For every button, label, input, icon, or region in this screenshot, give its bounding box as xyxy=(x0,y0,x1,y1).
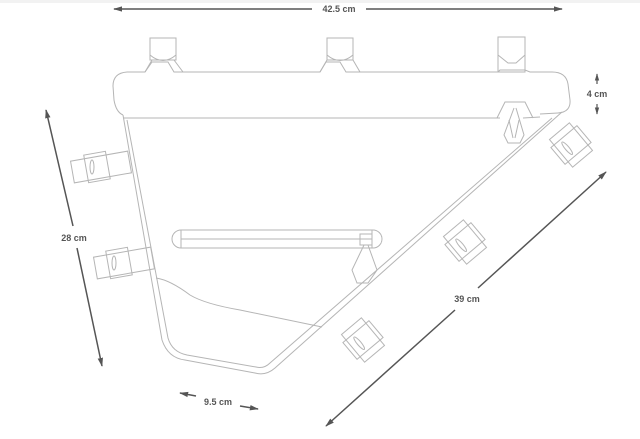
top-strip xyxy=(0,0,640,3)
left-buckle-2 xyxy=(92,246,156,280)
side-zipper xyxy=(171,229,383,284)
top-strap-3 xyxy=(497,36,526,73)
bag-outline xyxy=(112,61,571,375)
label-front-height: 28 cm xyxy=(61,233,87,243)
dimension-top-length: 42.5 cm xyxy=(113,4,563,14)
top-zipper-pull xyxy=(496,101,534,144)
top-strap-1 xyxy=(144,37,184,73)
top-strap-2 xyxy=(319,37,361,73)
diagonal-buckle-3 xyxy=(340,317,386,363)
label-top-height: 4 cm xyxy=(587,89,608,99)
label-top-length: 42.5 cm xyxy=(322,4,355,14)
dimension-top-height: 4 cm xyxy=(587,73,608,115)
dimension-bottom-length: 9.5 cm xyxy=(179,391,259,411)
label-bottom-length: 9.5 cm xyxy=(204,397,232,407)
diagonal-buckle-1 xyxy=(548,122,594,168)
dimension-diagonal-length: 39 cm xyxy=(325,171,607,427)
dimension-front-height: 28 cm xyxy=(45,109,103,367)
diagonal-buckle-2 xyxy=(442,219,488,265)
label-diagonal-length: 39 cm xyxy=(454,294,480,304)
left-buckle-1 xyxy=(69,150,133,184)
